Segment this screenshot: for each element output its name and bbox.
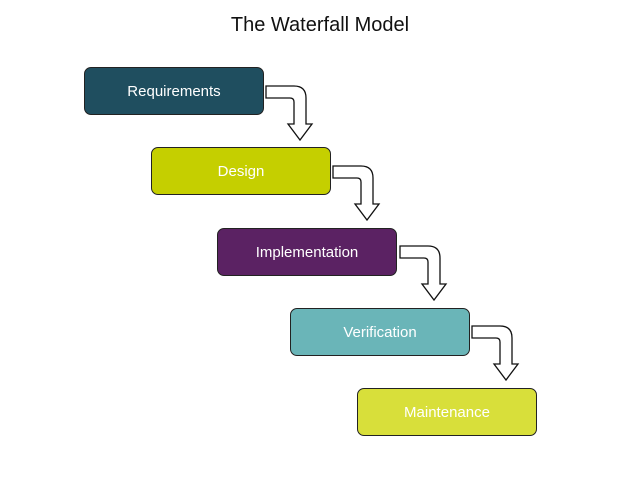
step-requirements: Requirements — [84, 67, 264, 115]
step-implementation: Implementation — [217, 228, 397, 276]
arrow-implementation-to-verification — [399, 245, 448, 302]
arrow-design-to-implementation — [332, 165, 381, 222]
arrow-requirements-to-design — [265, 85, 314, 142]
step-label-verification: Verification — [343, 323, 417, 341]
diagram-title: The Waterfall Model — [230, 14, 410, 36]
step-label-implementation: Implementation — [255, 243, 359, 261]
step-design: Design — [151, 147, 331, 195]
step-maintenance: Maintenance — [357, 388, 537, 436]
step-label-maintenance: Maintenance — [404, 403, 490, 421]
step-label-requirements: Requirements — [127, 82, 221, 100]
step-verification: Verification — [290, 308, 470, 356]
step-label-design: Design — [217, 162, 265, 180]
arrow-verification-to-maintenance — [471, 325, 520, 382]
